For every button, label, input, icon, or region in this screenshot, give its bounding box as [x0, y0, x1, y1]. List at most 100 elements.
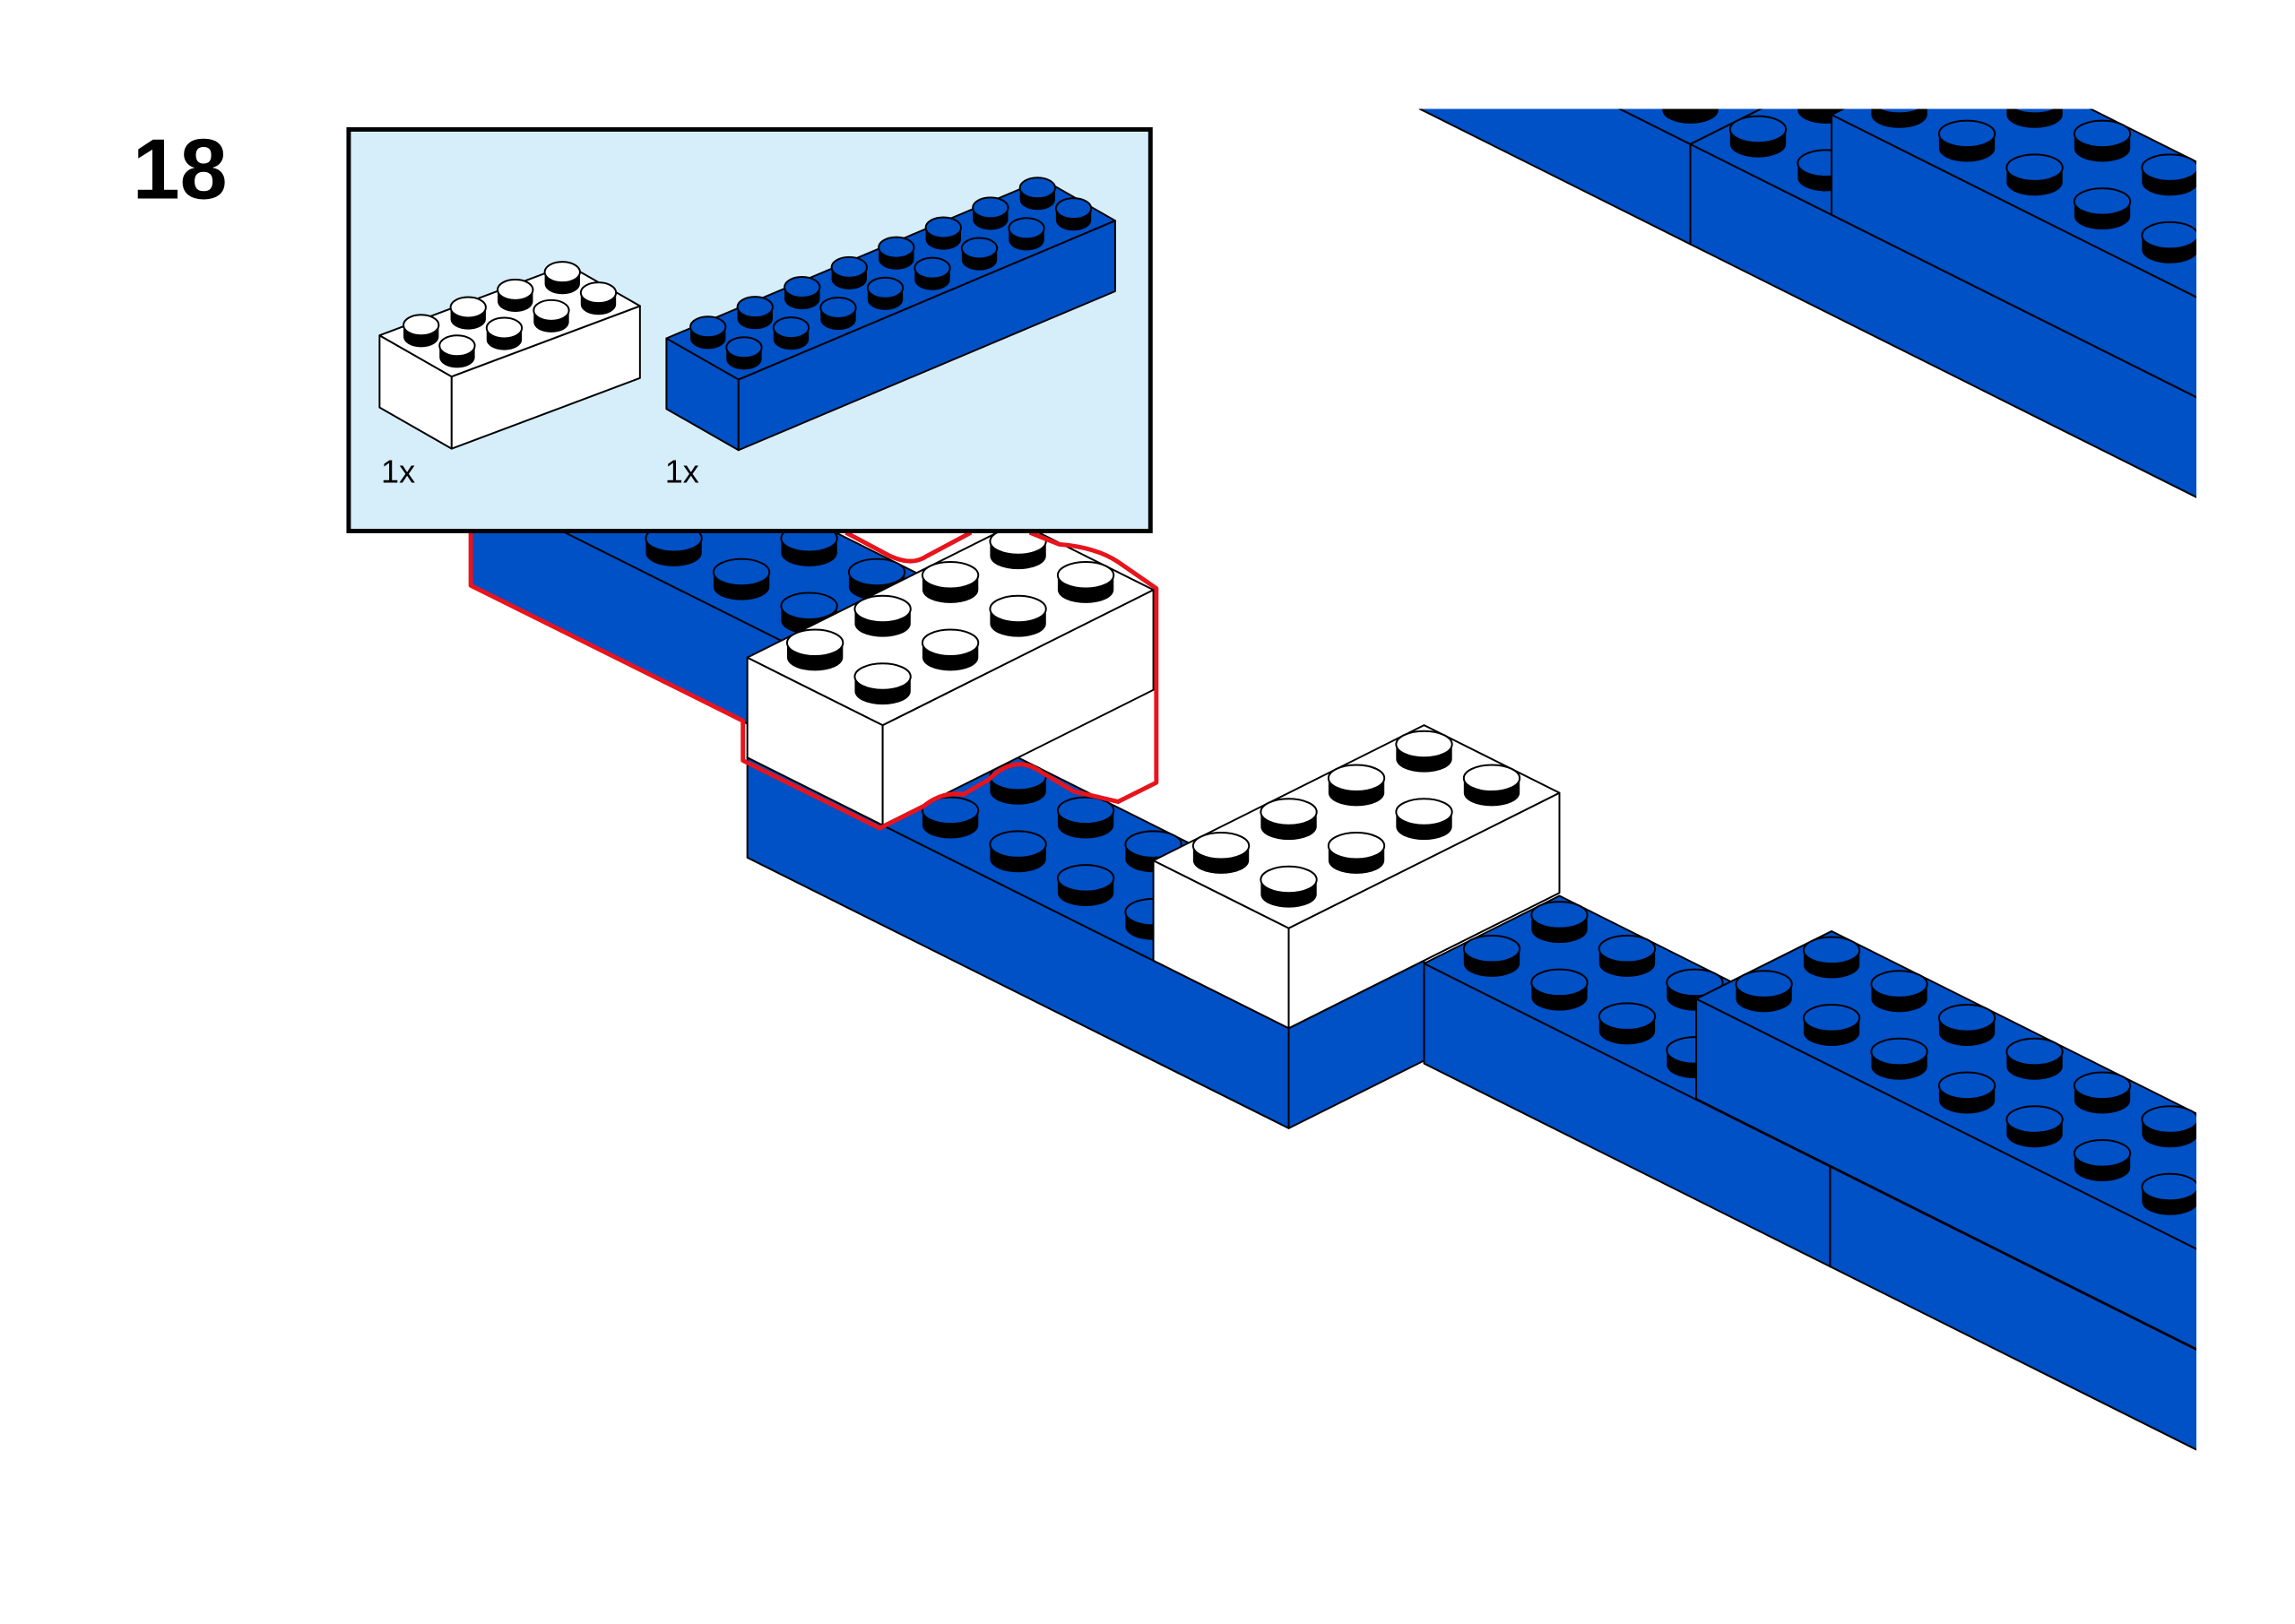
- stud: [921, 796, 980, 839]
- stud: [972, 196, 1009, 230]
- stud: [1459, 0, 1515, 22]
- stud: [866, 276, 905, 310]
- stud: [921, 560, 980, 603]
- stud: [2005, 1105, 2064, 1148]
- stud: [2073, 1139, 2132, 1181]
- stud: [1662, 108, 1719, 124]
- part-qty-white-brick: 1x: [381, 453, 415, 489]
- stud: [1056, 560, 1115, 603]
- stud: [2141, 1172, 2197, 1215]
- white-brick: [1152, 724, 1561, 1030]
- stud: [819, 296, 857, 331]
- stud: [2277, 222, 2295, 263]
- stud: [2210, 1208, 2265, 1249]
- stud: [924, 216, 962, 250]
- stud: [403, 314, 440, 348]
- stud: [2204, 353, 2259, 394]
- stud: [2276, 1342, 2295, 1383]
- stud: [1728, 115, 1788, 158]
- parts-callout-box: 1x 1x: [346, 126, 1153, 533]
- stud: [438, 334, 476, 368]
- stud: [1937, 119, 1996, 162]
- stud: [785, 628, 844, 671]
- stud: [1662, 14, 1718, 56]
- stud: [2210, 1140, 2265, 1181]
- white-brick-new: [746, 521, 1155, 826]
- stud: [2277, 289, 2295, 331]
- stud: [878, 236, 915, 270]
- stud: [1462, 764, 1521, 807]
- stud: [1595, 48, 1650, 90]
- step-number: 18: [133, 123, 228, 218]
- stud: [830, 255, 868, 289]
- stud: [1802, 936, 1861, 979]
- stud: [1871, 108, 1927, 128]
- stud: [1802, 1004, 1861, 1046]
- stud: [2204, 285, 2259, 326]
- stud: [2141, 153, 2197, 196]
- stud: [1595, 0, 1650, 22]
- stud: [989, 594, 1047, 637]
- stud: [2210, 256, 2265, 298]
- stud: [1730, 48, 1786, 90]
- stud: [2141, 220, 2197, 263]
- stud: [1260, 798, 1318, 841]
- stud: [1191, 831, 1251, 874]
- stud: [2208, 1240, 2264, 1282]
- stud: [1056, 864, 1115, 907]
- stud: [853, 594, 912, 637]
- stud: [1735, 970, 1793, 1013]
- stud: [989, 830, 1047, 873]
- new-part-highlight-outline: [468, 529, 1159, 831]
- stud: [2208, 1308, 2264, 1349]
- stud: [2272, 319, 2295, 360]
- stud: [2210, 188, 2265, 229]
- stud: [1939, 53, 1995, 94]
- stud: [2073, 1071, 2132, 1114]
- stud: [2277, 1174, 2295, 1215]
- stud: [1124, 830, 1182, 873]
- stud: [921, 628, 980, 671]
- stud: [2005, 153, 2064, 196]
- stud: [1327, 764, 1386, 807]
- part-qty-blue-brick: 1x: [665, 453, 699, 489]
- stud: [1937, 1004, 1996, 1046]
- stud: [1395, 798, 1453, 841]
- callout-white-brick-2x4: [378, 261, 641, 450]
- stud: [712, 557, 771, 600]
- stud: [1530, 968, 1589, 1011]
- stud: [725, 336, 763, 370]
- stud: [2073, 187, 2132, 230]
- stud: [1056, 796, 1115, 839]
- stud: [579, 281, 618, 315]
- stud: [1008, 217, 1045, 251]
- blue-brick: [1695, 929, 2295, 1369]
- stud: [784, 275, 821, 310]
- stud: [1260, 865, 1318, 908]
- stud: [1462, 934, 1521, 977]
- stud: [2276, 1274, 2295, 1315]
- stud: [1530, 901, 1589, 944]
- brick-end-face: [2238, 1202, 2295, 1369]
- stud: [1598, 1002, 1657, 1045]
- stud: [1395, 730, 1453, 773]
- blue-brick: [1831, 53, 2295, 399]
- stud: [772, 316, 810, 350]
- stud: [1598, 934, 1657, 977]
- stud: [2272, 387, 2295, 428]
- stud: [497, 278, 534, 312]
- stud: [2006, 108, 2063, 128]
- stud: [1870, 1037, 1928, 1080]
- stud: [1054, 197, 1093, 231]
- stud: [2073, 119, 2132, 162]
- stud: [960, 237, 999, 271]
- stud: [736, 296, 774, 330]
- stud: [2005, 1037, 2064, 1080]
- stud: [485, 316, 524, 350]
- stud: [1018, 177, 1057, 211]
- stud: [1527, 14, 1582, 56]
- stud: [853, 662, 912, 705]
- brick-side-face: [1418, 108, 1692, 246]
